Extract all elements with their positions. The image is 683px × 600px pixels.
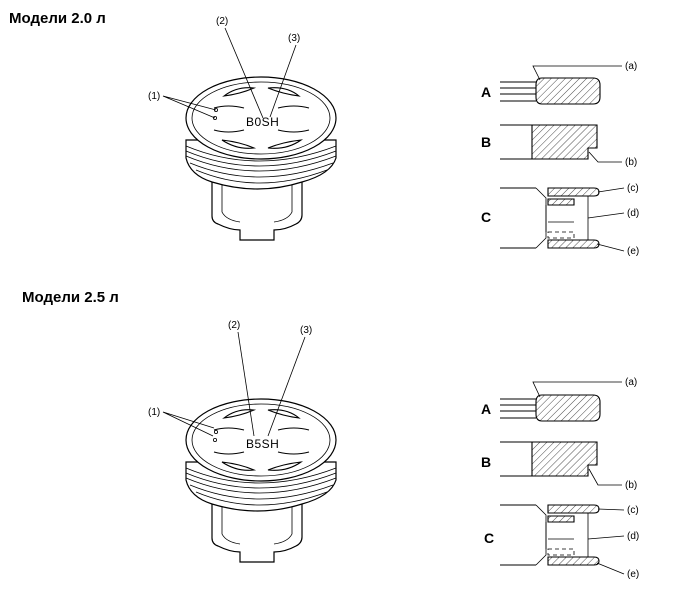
ring-c-label: C [484, 530, 494, 546]
ring-callout-a: (a) [625, 377, 637, 388]
ring-c-label: C [481, 209, 491, 225]
piston-callouts: (1) (2) (3) [148, 16, 300, 119]
piston-mark: B5SH [246, 437, 279, 451]
ring-callout-d: (d) [627, 208, 639, 219]
callout-2: (2) [216, 16, 228, 27]
ring-callout-a: (a) [625, 61, 637, 72]
piston-mark: B0SH [246, 115, 279, 129]
piston-callouts: (1) (2) (3) [148, 320, 312, 437]
callout-2: (2) [228, 320, 240, 331]
ring-a-label: A [481, 401, 491, 417]
ring-a-label: A [481, 84, 491, 100]
section-2-0: Модели 2.0 л B0SH (1) (2) (3) A B C (a) … [9, 10, 639, 257]
ring-profiles: A B C (a) (b) (c) (d) (e) [481, 377, 639, 580]
ring-callout-e: (e) [627, 569, 639, 580]
ring-b-label: B [481, 454, 491, 470]
ring-callout-c: (c) [627, 505, 639, 516]
callout-3: (3) [288, 33, 300, 44]
ring-callout-b: (b) [625, 157, 637, 168]
piston-illustration: B0SH [185, 76, 337, 241]
ring-b-label: B [481, 134, 491, 150]
section-2-5: Модели 2.5 л B5SH (1) (2) (3) A B C (a) … [22, 289, 639, 580]
piston-illustration: B5SH [185, 398, 337, 563]
ring-callout-e: (e) [627, 246, 639, 257]
section-title: Модели 2.5 л [22, 289, 119, 306]
section-title: Модели 2.0 л [9, 10, 106, 27]
ring-callout-b: (b) [625, 480, 637, 491]
ring-callout-c: (c) [627, 183, 639, 194]
callout-3: (3) [300, 325, 312, 336]
ring-callout-d: (d) [627, 531, 639, 542]
callout-1: (1) [148, 407, 160, 418]
ring-profiles: A B C (a) (b) (c) (d) (e) [481, 61, 639, 257]
callout-1: (1) [148, 91, 160, 102]
